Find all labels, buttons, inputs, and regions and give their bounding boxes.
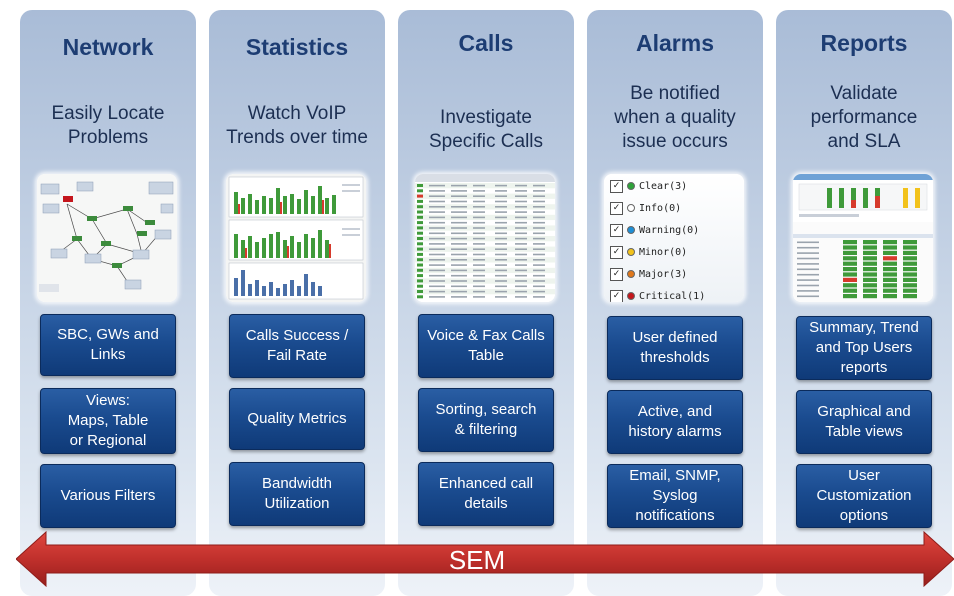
feature-box-enhanced-call-details: Enhanced call details [418, 462, 554, 526]
column-alarms: Alarms Be notified when a quality issue … [587, 10, 763, 596]
warning-status-dot-icon [627, 226, 635, 234]
column-title: Network [62, 34, 154, 60]
major-status-dot-icon [627, 270, 635, 278]
calls-table-thumbnail [415, 174, 555, 302]
feature-box-sbc-gws-links: SBC, GWs and Links [40, 314, 176, 376]
column-reports: Reports Validate performance and SLA [776, 10, 952, 596]
alarms-list-thumbnail: ✓ Clear(3) ✓ Info(0) ✓ Warning(0) ✓ Mino… [604, 174, 744, 302]
feature-box-graphical-table-views: Graphical and Table views [796, 390, 932, 454]
feature-box-views: Views: Maps, Table or Regional [40, 388, 176, 454]
reports-image [793, 174, 933, 302]
network-map-thumbnail [37, 174, 177, 302]
feature-box-calls-success-fail-rate: Calls Success / Fail Rate [229, 314, 365, 378]
alarm-item-clear[interactable]: ✓ Clear(3) [610, 177, 687, 195]
column-subtitle: Easily Locate Problems [51, 103, 165, 148]
column-calls: Calls Investigate Specific Calls Voice &… [398, 10, 574, 596]
column-title: Calls [458, 30, 514, 56]
statistics-charts-thumbnail [226, 174, 366, 302]
alarm-item-warning[interactable]: ✓ Warning(0) [610, 221, 699, 239]
column-subtitle: Investigate Specific Calls [428, 107, 544, 152]
feature-box-email-snmp-syslog: Email, SNMP, Syslog notifications [607, 464, 743, 528]
checkbox-icon[interactable]: ✓ [610, 245, 623, 259]
clear-status-dot-icon [627, 182, 635, 190]
column-title: Alarms [636, 30, 714, 56]
alarm-item-info[interactable]: ✓ Info(0) [610, 199, 681, 217]
alarm-severity-list: ✓ Clear(3) ✓ Info(0) ✓ Warning(0) ✓ Mino… [604, 174, 744, 302]
feature-box-various-filters: Various Filters [40, 464, 176, 528]
feature-box-active-history-alarms: Active, and history alarms [607, 390, 743, 454]
feature-box-sorting-search-filtering: Sorting, search & filtering [418, 388, 554, 452]
checkbox-icon[interactable]: ✓ [610, 289, 623, 302]
checkbox-icon[interactable]: ✓ [610, 223, 623, 237]
column-subtitle: Validate performance and SLA [810, 83, 918, 152]
checkbox-icon[interactable]: ✓ [610, 179, 623, 193]
network-map-image [37, 174, 177, 302]
feature-box-quality-metrics: Quality Metrics [229, 388, 365, 450]
column-statistics: Statistics Watch VoIP Trends over time [209, 10, 385, 596]
column-title: Reports [820, 30, 908, 56]
critical-status-dot-icon [627, 292, 635, 300]
column-subtitle: Be notified when a quality issue occurs [614, 83, 736, 152]
feature-box-summary-trend-top-users: Summary, Trend and Top Users reports [796, 316, 932, 380]
arrow-label: SEM [448, 545, 506, 575]
statistics-charts-image [226, 174, 366, 302]
feature-box-voice-fax-calls-table: Voice & Fax Calls Table [418, 314, 554, 378]
column-subtitle: Watch VoIP Trends over time [226, 103, 368, 148]
double-headed-arrow-icon [16, 531, 954, 587]
alarm-item-minor[interactable]: ✓ Minor(0) [610, 243, 687, 261]
calls-table-image [415, 174, 555, 302]
checkbox-icon[interactable]: ✓ [610, 201, 623, 215]
checkbox-icon[interactable]: ✓ [610, 267, 623, 281]
alarm-item-major[interactable]: ✓ Major(3) [610, 265, 687, 283]
info-status-dot-icon [627, 204, 635, 212]
feature-box-user-customization: User Customization options [796, 464, 932, 528]
alarm-item-critical[interactable]: ✓ Critical(1) [610, 287, 705, 302]
feature-box-user-defined-thresholds: User defined thresholds [607, 316, 743, 380]
column-title: Statistics [245, 34, 349, 60]
minor-status-dot-icon [627, 248, 635, 256]
feature-box-bandwidth-utilization: Bandwidth Utilization [229, 462, 365, 526]
column-network: Network Easily Locate Problems [20, 10, 196, 596]
reports-thumbnail [793, 174, 933, 302]
